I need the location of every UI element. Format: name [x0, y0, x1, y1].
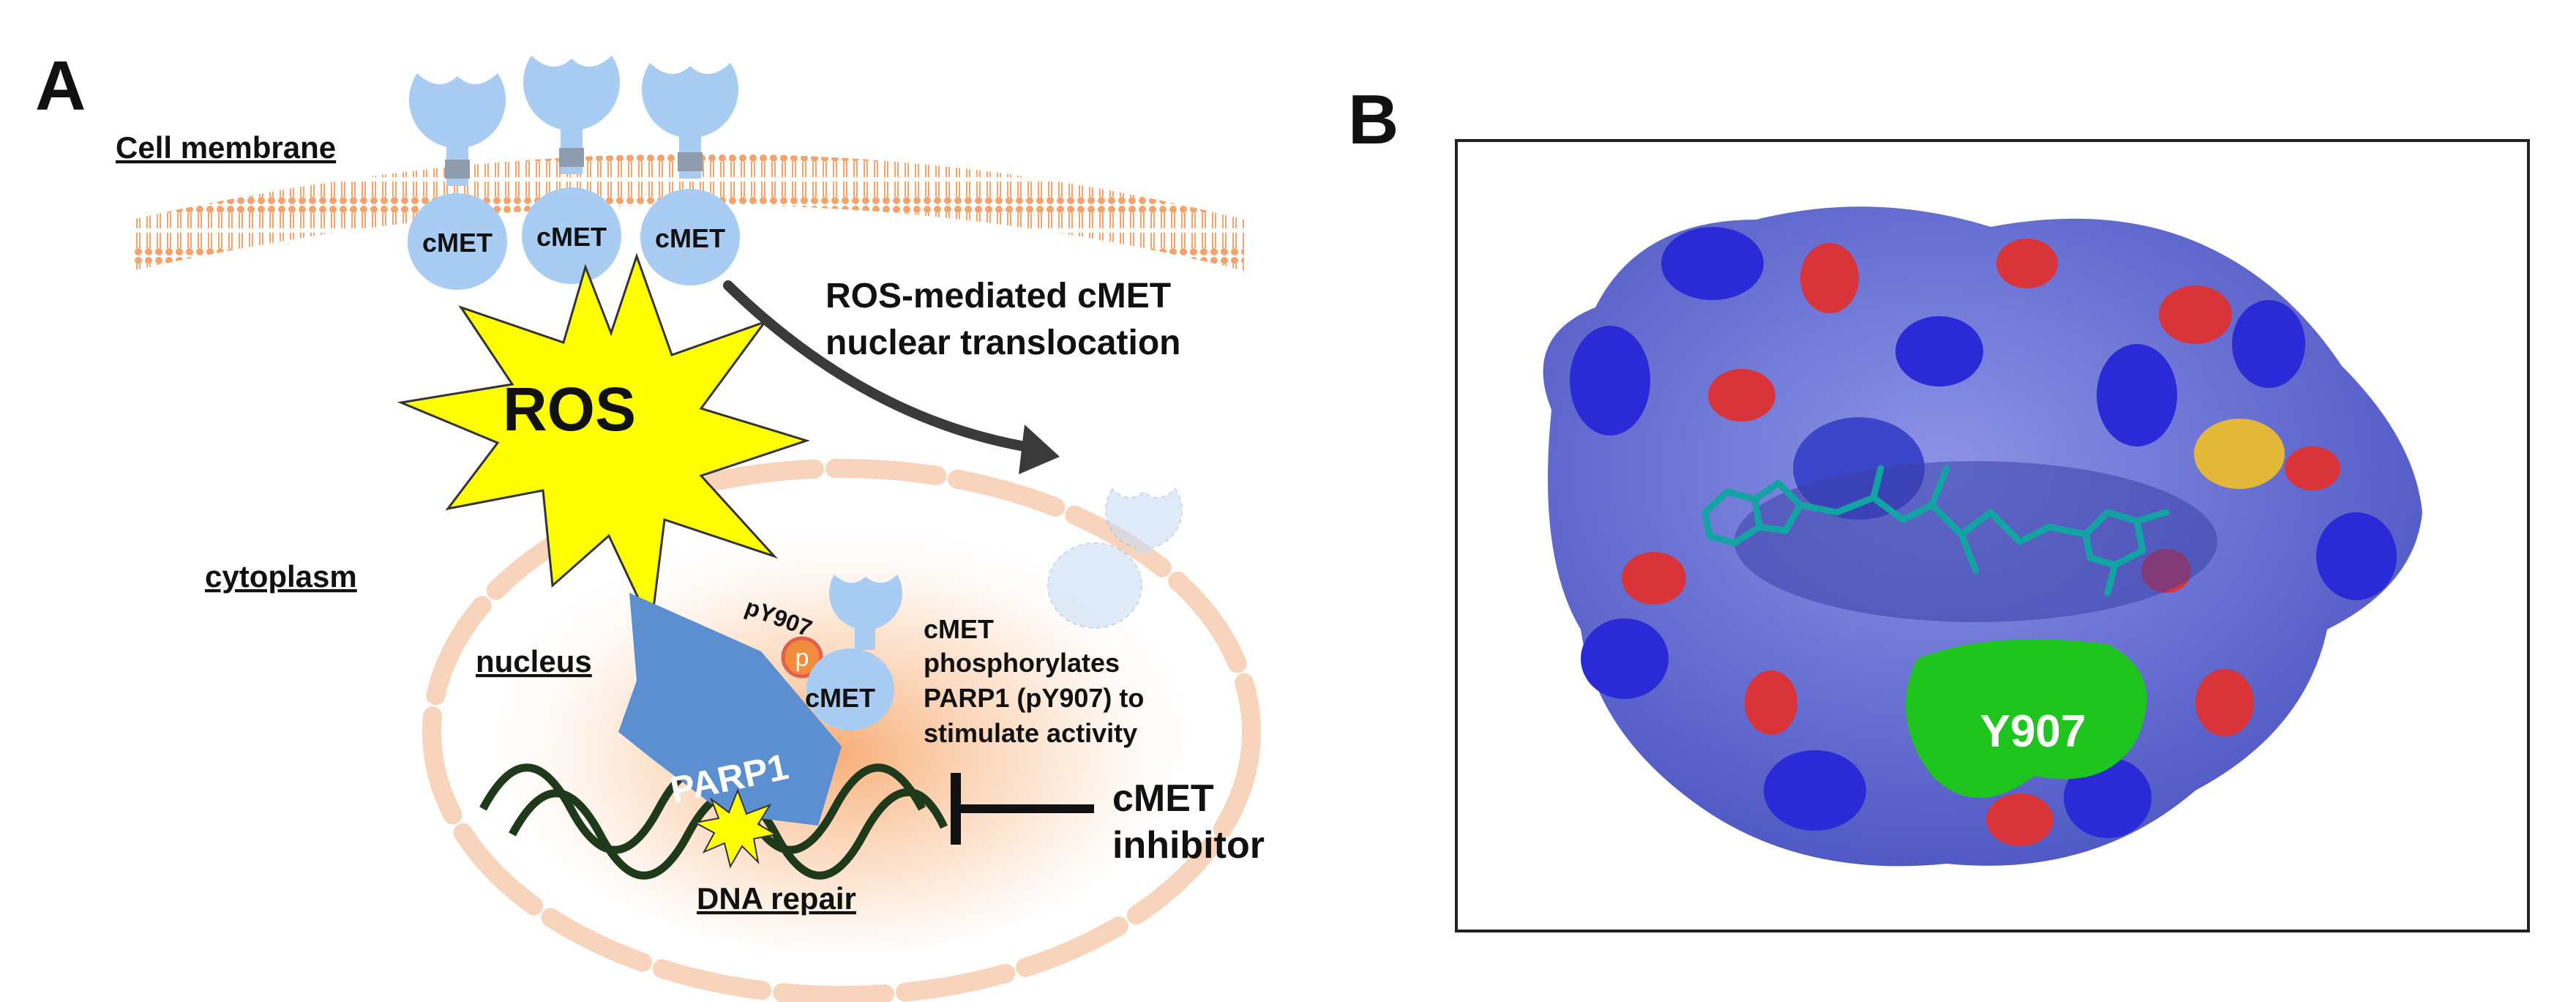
ros-label: ROS — [503, 375, 636, 444]
activity-text: phosphorylates — [924, 648, 1120, 678]
activity-text: stimulate activity — [924, 718, 1137, 748]
cytoplasm-label: cytoplasm — [205, 559, 357, 594]
panel-a-letter: A — [35, 47, 86, 125]
receptor-label: cMET — [655, 223, 725, 253]
nuclear-envelope — [422, 459, 1261, 1002]
ros-starburst — [397, 253, 810, 630]
phospho-symbol: p — [795, 644, 809, 672]
translocation-arrow — [723, 280, 1030, 452]
activity-text: PARP1 (pY907) to — [924, 683, 1144, 713]
dna-damage-star — [693, 788, 778, 869]
receptor-label: cMET — [422, 228, 493, 258]
protein-surface — [1543, 206, 2422, 867]
translocation-text: nuclear translocation — [825, 324, 1180, 362]
dna-repair-label: DNA repair — [697, 881, 856, 916]
receptor-1 — [408, 73, 507, 290]
receptor-label: cMET — [536, 222, 607, 252]
inhibitor-text: cMET — [1112, 777, 1214, 820]
cell-membrane-label: Cell membrane — [116, 130, 336, 165]
panel-b-letter: B — [1348, 81, 1399, 159]
receptor-2 — [522, 56, 621, 284]
inhibitor-text: inhibitor — [1112, 824, 1265, 867]
translocation-text: ROS-mediated cMET — [825, 277, 1171, 315]
nucleus-label: nucleus — [476, 644, 592, 678]
y907-label: Y907 — [1980, 706, 2086, 757]
parp1-protein — [618, 593, 842, 826]
activity-text: cMET — [924, 614, 994, 644]
translocating-receptor — [1047, 487, 1183, 629]
ligand-stick-model — [1701, 465, 2170, 597]
nuclear-cmet — [806, 575, 902, 730]
phospho-badge — [781, 636, 823, 678]
nuclear-cmet-label: cMET — [805, 683, 875, 713]
receptor-3 — [640, 63, 740, 285]
arrow-head — [1019, 425, 1060, 474]
